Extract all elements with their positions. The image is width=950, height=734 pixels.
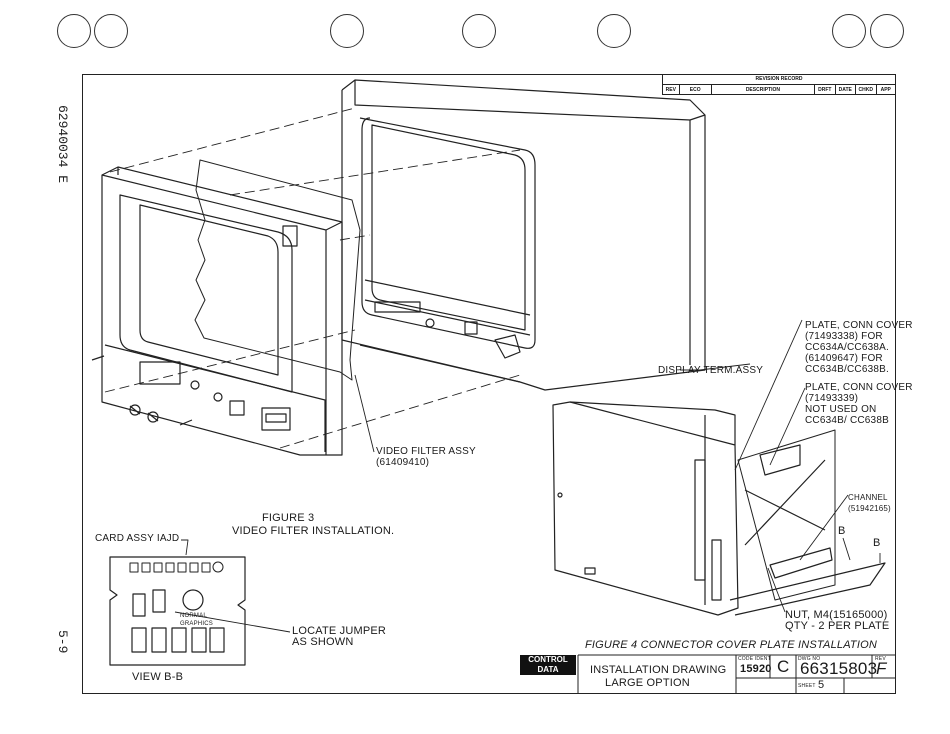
app-col: APP	[880, 87, 891, 93]
callout-line: QTY - 2 PER PLATE	[785, 620, 890, 632]
chkd-col: CHKD	[856, 85, 877, 95]
rev-col: REV	[663, 85, 680, 95]
drft-col: DRFT	[815, 85, 836, 95]
callout-plate-1: PLATE, CONN COVER (71493338) FOR CC634A/…	[805, 320, 913, 375]
binder-hole	[832, 14, 866, 48]
code-ident-value: 15920	[740, 663, 772, 675]
jumper-normal-label: NORMAL	[180, 613, 207, 619]
callout-line: (61409410)	[376, 457, 430, 468]
view-label: VIEW B-B	[132, 671, 184, 683]
callout-display-term: DISPLAY TERM.ASSY	[658, 365, 764, 376]
callout-line: PLATE, CONN COVER	[805, 320, 913, 331]
callout-nut: NUT, M4(15165000) QTY - 2 PER PLATE	[785, 610, 889, 632]
callout-line: LOCATE JUMPER	[292, 625, 387, 637]
rev-value: F	[876, 659, 887, 678]
callout-line: (51942165)	[848, 504, 891, 513]
callout-line: CC634B/ CC638B	[805, 415, 889, 426]
card-view-drawing	[109, 556, 246, 666]
revision-record: REVISION RECORD REV ECO DESCRIPTION DRFT…	[662, 75, 895, 95]
jumper-graphics-label: GRAPHICS	[180, 621, 213, 627]
figure-4-caption: FIGURE 4 CONNECTOR COVER PLATE INSTALLAT…	[585, 639, 878, 651]
callout-channel: CHANNEL (51942165)	[848, 492, 891, 514]
callout-card-assy: CARD ASSY IAJD	[95, 533, 180, 544]
description-col: DESCRIPTION	[712, 85, 816, 95]
sheet-label: SHEET	[798, 683, 816, 689]
eco-col: ECO	[680, 85, 712, 95]
drawing-title-line1: INSTALLATION DRAWING	[590, 664, 727, 676]
drawing-frame	[82, 74, 896, 694]
connector-cover-drawing	[552, 401, 886, 616]
callout-line: (61409647) FOR	[805, 353, 883, 364]
binder-hole	[870, 14, 904, 48]
callout-line: (71493339)	[805, 393, 859, 404]
company-sub: CORPORATION	[525, 677, 571, 683]
dwg-no-value: 66315803	[800, 659, 878, 678]
company-logo: CONTROL DATA CORPORATION	[520, 655, 576, 683]
binder-hole	[462, 14, 496, 48]
size-value: C	[777, 657, 790, 676]
company-name: CONTROL DATA	[528, 655, 568, 674]
callout-line: CC634A/CC638A.	[805, 342, 889, 353]
callout-video-filter: VIDEO FILTER ASSY (61409410)	[376, 446, 476, 468]
callout-line: PLATE, CONN COVER	[805, 382, 913, 393]
binder-hole	[57, 14, 91, 48]
binder-hole	[597, 14, 631, 48]
callout-b-marker: B	[873, 537, 881, 549]
figure-3-caption: VIDEO FILTER INSTALLATION.	[232, 525, 395, 537]
hardware-parts	[91, 355, 193, 426]
date-col: DATE	[836, 85, 857, 95]
callout-line: (71493338) FOR	[805, 331, 883, 342]
callout-line: NOT USED ON	[805, 404, 877, 415]
display-terminal-drawing	[341, 79, 706, 391]
rev-label: REV	[875, 656, 886, 662]
callout-line: NUT, M4(15165000)	[785, 609, 888, 621]
dwg-no-label: DWG NO	[798, 656, 821, 662]
drawing-title-line2: LARGE OPTION	[605, 677, 690, 689]
callout-line: VIDEO FILTER ASSY	[376, 446, 476, 457]
callout-locate-jumper: LOCATE JUMPER AS SHOWN	[292, 626, 386, 648]
callout-plate-2: PLATE, CONN COVER (71493339) NOT USED ON…	[805, 382, 913, 426]
figure-3-title: FIGURE 3	[262, 512, 315, 524]
callout-line: CC634B/CC638B.	[805, 364, 889, 375]
revision-title: REVISION RECORD	[663, 75, 895, 85]
callout-line: AS SHOWN	[292, 636, 354, 648]
binder-hole	[330, 14, 364, 48]
sheet-value: 5	[818, 679, 825, 691]
callout-line: CHANNEL	[848, 493, 888, 502]
callout-b-marker: B	[838, 525, 846, 537]
binder-hole	[94, 14, 128, 48]
code-ident-label: CODE IDENT	[738, 656, 771, 662]
